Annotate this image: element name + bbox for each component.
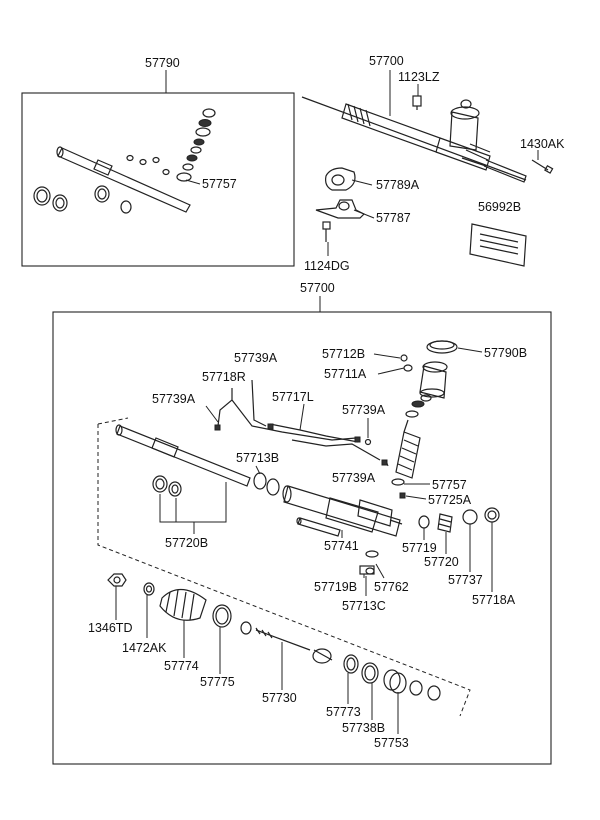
- label-57739a-lower: 57739A: [332, 471, 376, 485]
- label-57730: 57730: [262, 691, 297, 705]
- label-57741: 57741: [324, 539, 359, 553]
- top-rack-housing: [301, 96, 527, 183]
- label-plate-56992b: [469, 223, 527, 267]
- kit-rack-bar: [56, 146, 191, 213]
- label-1124dg: 1124DG: [304, 259, 350, 273]
- pipe-57741: [296, 517, 341, 537]
- label-57713b: 57713B: [236, 451, 279, 465]
- kit-valve-seals: [176, 108, 216, 182]
- nut-1472ak: [143, 582, 155, 596]
- label-57737: 57737: [448, 573, 483, 587]
- gear-housing: [282, 485, 403, 537]
- clamp-57775: [212, 604, 232, 628]
- label-57762: 57762: [374, 580, 409, 594]
- part-labels: 57790 57700 1123LZ 1430AK 57757 57789A 5…: [88, 54, 565, 750]
- cover-57790: [419, 361, 448, 399]
- ring-57713b: [253, 472, 280, 496]
- label-57700-assembly: 57700: [300, 281, 335, 295]
- label-57717l: 57717L: [272, 390, 314, 404]
- assembly-box-57700: [52, 311, 552, 765]
- bolt-1430ak: [531, 159, 554, 174]
- label-57775: 57775: [200, 675, 235, 689]
- fitting-57739a-right: [364, 438, 372, 446]
- seals-57720b: [152, 475, 182, 497]
- bushing-57789a: [325, 167, 356, 191]
- label-57739a-upper: 57739A: [234, 351, 278, 365]
- label-57720b: 57720B: [165, 536, 208, 550]
- label-56992b: 56992B: [478, 200, 521, 214]
- feed-pipes: [214, 379, 388, 466]
- seal-57725a: [399, 492, 406, 499]
- cap-57790b: [426, 340, 458, 354]
- rings-57773-57738b-57753: [343, 654, 441, 701]
- rack-bar: [115, 424, 251, 487]
- label-57725a: 57725A: [428, 493, 472, 507]
- label-57757-top: 57757: [202, 177, 237, 191]
- label-57773: 57773: [326, 705, 361, 719]
- label-57719b: 57719B: [314, 580, 357, 594]
- kit-small-orings: [126, 154, 170, 176]
- leader-lines: [115, 70, 539, 734]
- label-57718a: 57718A: [472, 593, 516, 607]
- label-1346td: 1346TD: [88, 621, 132, 635]
- label-57790b: 57790B: [484, 346, 527, 360]
- pinion-valve: [391, 394, 432, 486]
- label-57774: 57774: [164, 659, 199, 673]
- bracket-57787: [315, 199, 366, 219]
- parts-57719b-57762-57713c: [359, 550, 379, 575]
- label-57739a-left: 57739A: [152, 392, 196, 406]
- inner-tie-rod-57730: [240, 621, 333, 664]
- dashed-outline: [97, 424, 471, 717]
- label-57789a: 57789A: [376, 178, 420, 192]
- label-57753: 57753: [374, 736, 409, 750]
- label-57713c: 57713C: [342, 599, 386, 613]
- label-57787: 57787: [376, 211, 411, 225]
- label-1472ak: 1472AK: [122, 641, 167, 655]
- label-57790-kit: 57790: [145, 56, 180, 70]
- label-57738b: 57738B: [342, 721, 385, 735]
- label-57700-top: 57700: [369, 54, 404, 68]
- boot-57774: [159, 588, 207, 621]
- bolt-1124dg: [322, 221, 331, 242]
- label-57711a: 57711A: [324, 367, 367, 381]
- bolt-1123lz: [412, 95, 422, 110]
- label-1123lz: 1123LZ: [398, 70, 440, 84]
- parts-57719-57720-57737-57718a: [418, 507, 500, 533]
- label-57720: 57720: [424, 555, 459, 569]
- kit-box-57790: [21, 92, 295, 267]
- label-57739a-right: 57739A: [342, 403, 386, 417]
- nut-1346td: [107, 573, 127, 587]
- dashed-outline-top: [97, 417, 129, 425]
- kit-seal-rings: [33, 185, 132, 214]
- label-57719: 57719: [402, 541, 437, 555]
- label-57718r: 57718R: [202, 370, 246, 384]
- label-1430ak: 1430AK: [520, 137, 565, 151]
- label-57712b: 57712B: [322, 347, 365, 361]
- label-57757-lower: 57757: [432, 478, 467, 492]
